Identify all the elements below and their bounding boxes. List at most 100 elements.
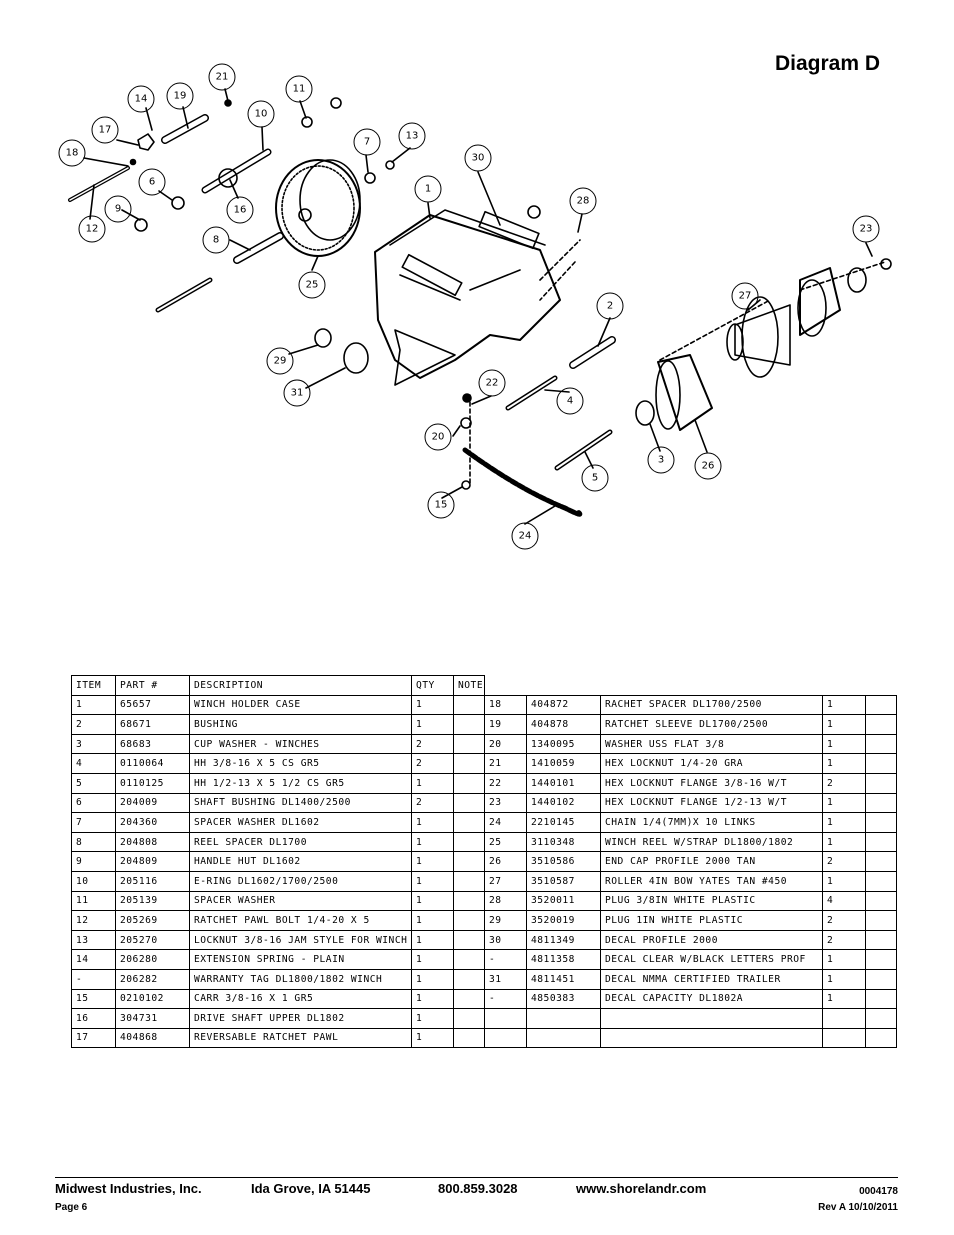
header-qty: QTY — [411, 675, 454, 696]
table-cell — [526, 1008, 601, 1029]
table-cell — [865, 714, 897, 735]
callout-13: 13 — [406, 131, 419, 142]
table-cell: 204360 — [115, 812, 190, 833]
header-item: ITEM — [71, 675, 116, 696]
table-cell: 4811358 — [526, 949, 601, 970]
table-cell — [453, 792, 485, 814]
table-cell: 22 — [484, 772, 527, 794]
callout-16: 16 — [234, 205, 247, 216]
table-cell: 16 — [71, 1008, 116, 1029]
table-cell: HH 3/8-16 X 5 CS GR5 — [189, 753, 412, 774]
table-cell: 24 — [484, 812, 527, 833]
table-cell: 65657 — [115, 694, 190, 716]
callout-24: 24 — [519, 531, 532, 542]
footer-page: Page 6 — [55, 1202, 88, 1213]
table-cell: 0210102 — [115, 988, 190, 1010]
table-cell — [865, 988, 897, 1010]
table-cell: HEX LOCKNUT 1/4-20 GRA — [600, 753, 823, 774]
table-cell: HH 1/2-13 X 5 1/2 CS GR5 — [189, 772, 412, 794]
callout-20: 20 — [432, 432, 445, 443]
table-cell: 1 — [411, 870, 454, 892]
callout-7: 7 — [364, 137, 370, 148]
table-cell: 204009 — [115, 792, 190, 814]
table-cell: 2 — [411, 733, 454, 755]
table-cell: 4 — [71, 753, 116, 774]
table-cell: 1410059 — [526, 753, 601, 774]
table-cell: RACHET SPACER DL1700/2500 — [600, 694, 823, 716]
table-cell: 1 — [71, 694, 116, 716]
table-cell — [865, 870, 897, 892]
table-cell: E-RING DL1602/1700/2500 — [189, 870, 412, 892]
table-cell: 7 — [71, 812, 116, 833]
table-cell: 68683 — [115, 733, 190, 755]
table-cell: 1440101 — [526, 772, 601, 794]
table-cell: 18 — [484, 694, 527, 716]
table-cell: 68671 — [115, 714, 190, 735]
table-cell: EXTENSION SPRING - PLAIN — [189, 949, 412, 970]
table-cell: 1 — [822, 792, 866, 814]
table-cell: - — [484, 949, 527, 970]
table-cell — [865, 949, 897, 970]
table-cell — [865, 1027, 897, 1049]
table-cell — [453, 890, 485, 912]
table-cell: 1 — [822, 753, 866, 774]
table-cell: 2210145 — [526, 812, 601, 833]
table-cell — [453, 772, 485, 794]
table-cell: - — [484, 988, 527, 1010]
table-cell: 2 — [71, 714, 116, 735]
callout-17: 17 — [99, 125, 112, 136]
table-cell: 1 — [822, 733, 866, 755]
table-cell: 30 — [484, 929, 527, 951]
table-cell: 1 — [411, 949, 454, 970]
table-cell: 1 — [411, 694, 454, 716]
callout-26: 26 — [702, 461, 715, 472]
table-cell: 3510586 — [526, 851, 601, 872]
table-cell: 2 — [822, 910, 866, 931]
table-cell: 1 — [411, 1027, 454, 1049]
table-cell: RATCHET PAWL BOLT 1/4-20 X 5 — [189, 910, 412, 931]
table-cell: END CAP PROFILE 2000 TAN — [600, 851, 823, 872]
callout-27: 27 — [739, 291, 752, 302]
table-cell: 3110348 — [526, 831, 601, 853]
table-cell: 1 — [822, 988, 866, 1010]
table-cell — [865, 929, 897, 951]
callout-30: 30 — [472, 153, 485, 164]
callout-18: 18 — [66, 148, 79, 159]
table-cell: 23 — [484, 792, 527, 814]
table-cell: 205139 — [115, 890, 190, 912]
table-cell: 0110125 — [115, 772, 190, 794]
header-part-number: PART # — [115, 675, 190, 696]
table-cell: 0110064 — [115, 753, 190, 774]
table-cell: 20 — [484, 733, 527, 755]
table-cell: 404878 — [526, 714, 601, 735]
table-cell: 1 — [822, 949, 866, 970]
table-cell: 1440102 — [526, 792, 601, 814]
table-cell: HEX LOCKNUT FLANGE 1/2-13 W/T — [600, 792, 823, 814]
callout-1: 1 — [425, 184, 431, 195]
table-cell: WASHER USS FLAT 3/8 — [600, 733, 823, 755]
table-cell: 28 — [484, 890, 527, 912]
table-cell: 2 — [822, 929, 866, 951]
table-cell: ROLLER 4IN BOW YATES TAN #450 — [600, 870, 823, 892]
table-cell: 3 — [71, 733, 116, 755]
table-cell — [453, 831, 485, 853]
table-header-row: ITEM PART # DESCRIPTION QTY NOTE — [71, 675, 897, 696]
callout-3: 3 — [658, 455, 664, 466]
table-cell: SHAFT BUSHING DL1400/2500 — [189, 792, 412, 814]
table-cell: 27 — [484, 870, 527, 892]
table-cell — [865, 910, 897, 931]
table-cell — [865, 968, 897, 990]
table-cell: PLUG 1IN WHITE PLASTIC — [600, 910, 823, 931]
callout-22: 22 — [486, 378, 499, 389]
table-cell: 15 — [71, 988, 116, 1010]
table-cell — [600, 1027, 823, 1049]
callout-10: 10 — [255, 109, 268, 120]
